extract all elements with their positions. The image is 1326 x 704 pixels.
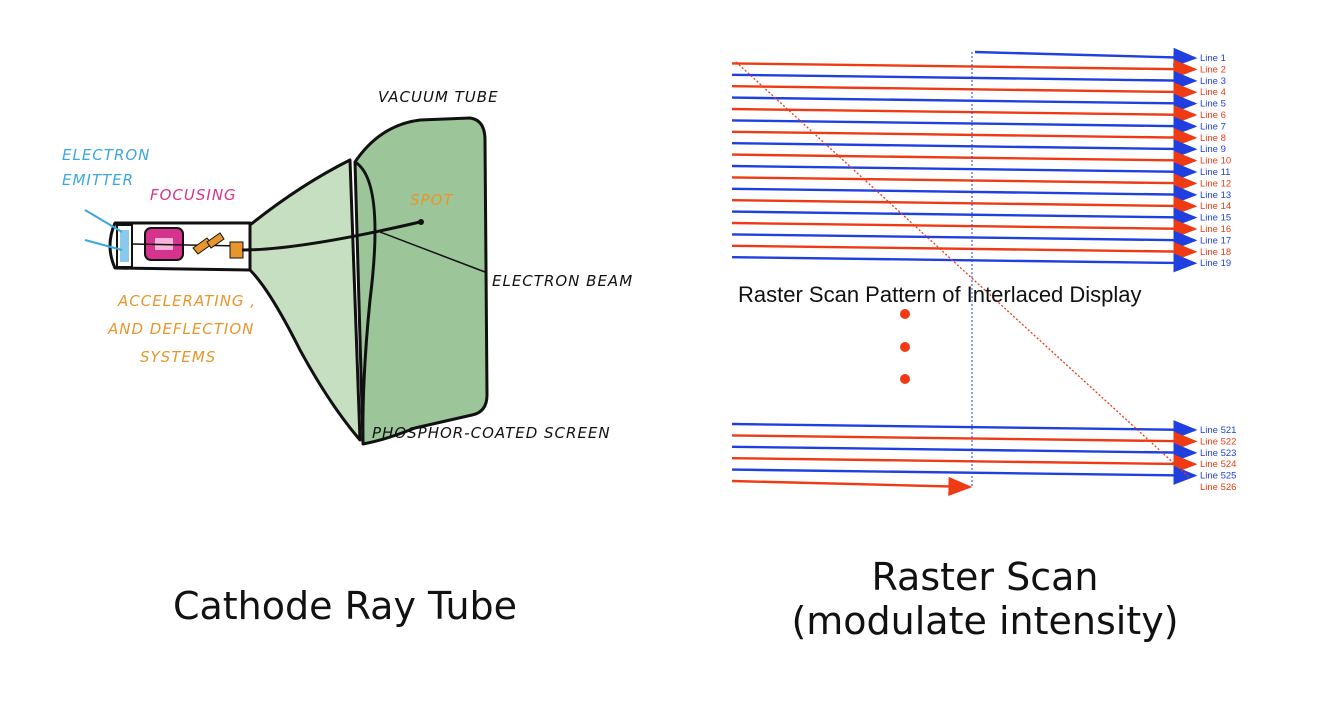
scan-line-label: Line 4 [1200,87,1226,98]
electron-emitter-label-2: EMITTER [62,171,134,189]
raster-pattern-label: Raster Scan Pattern of Interlaced Displa… [738,282,1142,307]
scan-line [731,173,1198,193]
scan-line [731,116,1198,136]
electron-beam-label: ELECTRON BEAM [492,272,633,290]
scan-line [731,184,1198,205]
scan-line [731,431,1198,451]
electron-beam [241,220,421,252]
scan-line-label: Line 10 [1200,156,1231,167]
scan-line [731,420,1198,440]
scan-line [731,219,1198,239]
crt-diagram: VACUUM TUBE ELECTRON EMITTER FOCUSING SP… [62,88,633,446]
scan-line-label: Line 524 [1200,459,1236,470]
scan-line-label: Line 18 [1200,247,1231,258]
scan-line-label: Line 3 [1200,76,1226,87]
scan-line-label: Line 525 [1200,471,1236,482]
scan-line [731,465,1198,485]
raster-caption-line2: (modulate intensity) [791,599,1179,643]
accelerating-label-3: SYSTEMS [140,348,216,366]
scan-line-label: Line 19 [1200,258,1231,269]
scan-line [731,139,1198,159]
scan-line-label: Line 6 [1200,110,1226,121]
scan-line-label: Line 2 [1200,64,1226,75]
scan-line [731,105,1198,125]
vacuum-tube-label: VACUUM TUBE [378,88,499,106]
scan-line-label: Line 5 [1200,99,1226,110]
scan-line [731,454,1198,474]
crt-caption: Cathode Ray Tube [172,584,518,628]
scan-line [731,196,1198,216]
phosphor-screen [353,116,489,446]
scan-line [731,150,1198,170]
scan-line [731,162,1198,182]
scan-line [731,241,1198,262]
raster-caption-line1: Raster Scan [871,555,1099,599]
accelerating-label-1: ACCELERATING , [117,292,256,310]
scan-line [731,442,1198,463]
scan-line-label: Line 9 [1200,144,1226,155]
focusing-label: FOCUSING [150,186,237,204]
scan-line-label: Line 523 [1200,448,1236,459]
scan-line [731,93,1198,113]
scan-line-label: Line 522 [1200,436,1236,447]
scan-line-label: Line 16 [1200,224,1231,235]
scan-line [974,47,1198,68]
scan-line-label: Line 13 [1200,190,1231,201]
raster-caption: Raster Scan (modulate intensity) [760,555,1210,643]
scan-line-label: Line 1 [1200,53,1226,64]
accelerating-label-2: AND DEFLECTION [107,320,254,338]
scan-line [731,82,1198,102]
scan-line [731,207,1198,227]
scan-line [731,230,1198,250]
electron-emitter-label-1: ELECTRON [62,146,150,164]
ellipsis-dot [900,342,910,352]
tube-cone [248,158,362,442]
scan-line-label: Line 11 [1200,167,1230,178]
scan-line-label: Line 8 [1200,133,1226,144]
phosphor-screen-label: PHOSPHOR-COATED SCREEN [372,424,611,442]
diagonal-retrace-line [735,61,1191,479]
scan-line-label: Line 12 [1200,178,1231,189]
scan-line-label: Line 17 [1200,235,1231,246]
spot [418,219,424,225]
scan-line [731,253,1198,273]
electron-emitter [120,230,129,262]
scan-line-label: Line 521 [1200,425,1236,436]
spot-label: SPOT [410,191,454,209]
scan-line [731,476,973,497]
ellipsis-dot [900,374,910,384]
scan-line-label: Line 14 [1200,201,1231,212]
scan-line-label: Line 15 [1200,213,1231,224]
scan-line [731,59,1198,79]
scan-line-label: Line 7 [1200,121,1226,132]
scan-line [731,127,1198,148]
ellipsis-dot [900,309,910,319]
scan-line [731,70,1198,91]
scan-line-label: Line 526 [1200,482,1236,493]
